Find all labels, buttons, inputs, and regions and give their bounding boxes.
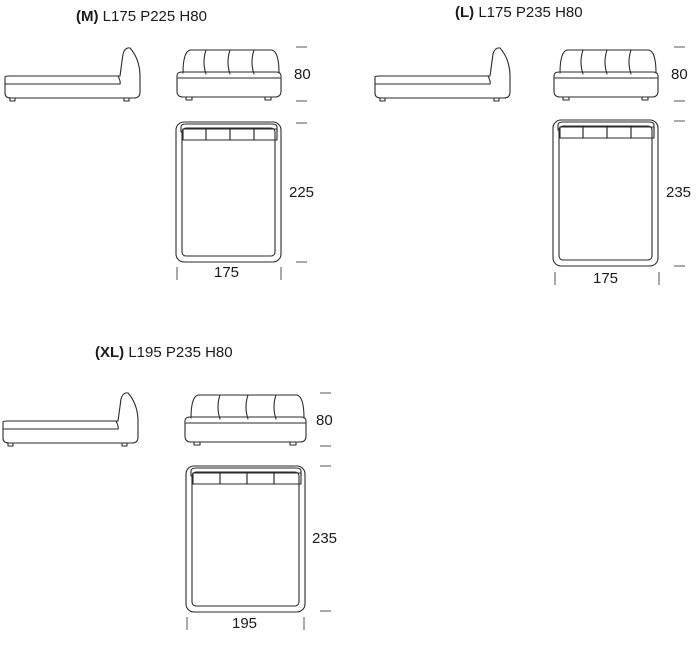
model-m-side-view: [4, 47, 141, 102]
model-l-front-view: [553, 49, 659, 101]
model-m-drawing: [4, 46, 307, 280]
model-xl-size: (XL): [95, 344, 125, 361]
model-l-title: (L) L175 P235 H80: [455, 4, 583, 21]
model-m-front-view: [176, 49, 282, 101]
model-l-height-label: 80: [671, 66, 688, 83]
model-l-drawing: [374, 46, 685, 285]
model-m-dims: L175 P225 H80: [102, 8, 207, 25]
model-m-size: (M): [76, 8, 99, 25]
model-m-length-label: 225: [289, 184, 315, 201]
model-l-top-view: [552, 119, 659, 267]
model-xl-top-view: [185, 465, 306, 613]
model-xl-drawing: [2, 392, 331, 630]
model-l-dims: L175 P235 H80: [478, 4, 583, 21]
model-l-length-label: 235: [666, 184, 692, 201]
model-xl-front-view: [184, 394, 307, 446]
model-xl-width-label: 195: [232, 615, 258, 632]
model-l-size: (L): [455, 4, 475, 21]
model-l-width-label: 175: [593, 270, 619, 287]
model-xl-title: (XL) L195 P235 H80: [95, 344, 233, 361]
model-l-side-view: [374, 47, 511, 102]
model-m-top-view: [175, 121, 282, 263]
model-m-height-label: 80: [294, 66, 311, 83]
model-m-width-label: 175: [214, 264, 240, 281]
model-xl-dims: L195 P235 H80: [128, 344, 233, 361]
model-m-title: (M) L175 P225 H80: [76, 8, 207, 25]
model-xl-side-view: [2, 392, 139, 447]
model-xl-length-label: 235: [312, 530, 338, 547]
model-xl-height-label: 80: [316, 412, 333, 429]
